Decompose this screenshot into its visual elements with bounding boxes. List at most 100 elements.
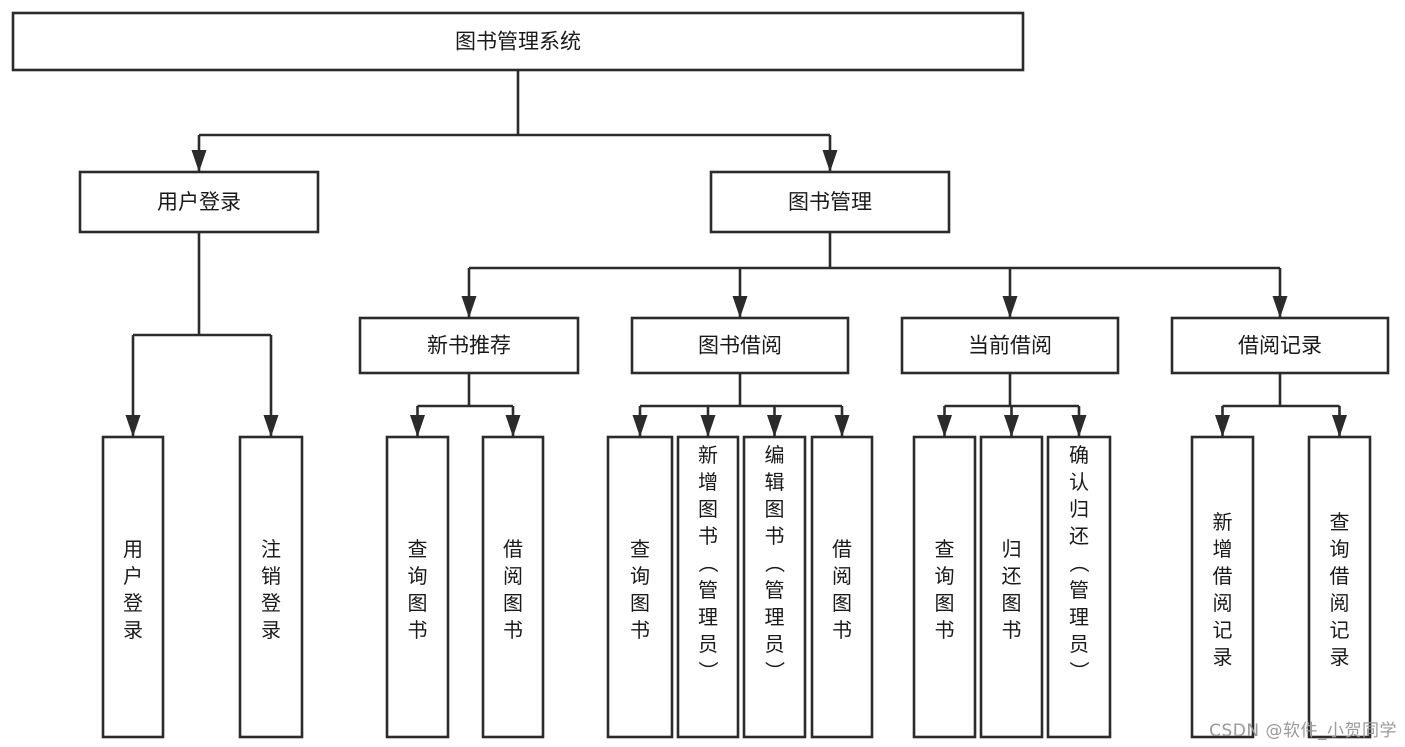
svg-text:管: 管 [1069,578,1089,602]
node-label: 用户登录 [123,537,143,642]
node-label: 图书管理系统 [455,30,581,54]
svg-text:编: 编 [765,443,785,467]
svg-text:书: 书 [765,524,785,548]
svg-text:认: 认 [1069,470,1089,494]
svg-text:新: 新 [1213,510,1233,534]
svg-text:阅: 阅 [503,564,523,588]
svg-text:图: 图 [832,591,852,615]
node-book-manage[interactable]: 图书管理 [709,170,951,234]
svg-text:（: （ [1067,553,1091,573]
svg-text:书: 书 [1002,618,1022,642]
svg-text:员: 员 [1069,632,1089,656]
svg-text:登: 登 [261,591,281,615]
svg-text:注: 注 [261,537,281,561]
svg-text:辑: 辑 [765,470,785,494]
svg-text:图: 图 [408,591,428,615]
leaf-leaf-user-login[interactable]: 用户登录 [101,435,165,739]
svg-text:阅: 阅 [1213,591,1233,615]
node-label: 当前借阅 [968,334,1052,358]
node-label: 图书管理 [788,190,872,214]
svg-text:理: 理 [698,605,718,629]
svg-text:询: 询 [1330,537,1350,561]
svg-text:书: 书 [630,618,650,642]
svg-text:确: 确 [1069,443,1089,467]
svg-text:归: 归 [1069,497,1089,521]
svg-text:书: 书 [408,618,428,642]
node-label: 用户登录 [157,190,241,214]
svg-text:还: 还 [1069,524,1089,548]
svg-text:录: 录 [1213,645,1233,669]
svg-text:书: 书 [935,618,955,642]
svg-text:记: 记 [1213,618,1233,642]
svg-text:查: 查 [1330,510,1350,534]
svg-text:录: 录 [1330,645,1350,669]
svg-text:）: ） [1067,661,1091,681]
node-book-borrow[interactable]: 图书借阅 [630,316,850,375]
svg-text:理: 理 [1069,605,1089,629]
node-borrow-record[interactable]: 借阅记录 [1170,316,1390,375]
svg-text:书: 书 [832,618,852,642]
node-root-图书管理系统[interactable]: 图书管理系统 [11,11,1025,72]
svg-text:员: 员 [765,632,785,656]
svg-text:图: 图 [630,591,650,615]
svg-text:还: 还 [1002,564,1022,588]
svg-text:增: 增 [1213,537,1233,561]
svg-text:（: （ [696,553,720,573]
svg-text:书: 书 [503,618,523,642]
svg-text:理: 理 [765,605,785,629]
svg-text:用: 用 [123,537,143,561]
node-new-book-rec[interactable]: 新书推荐 [358,316,580,375]
svg-text:户: 户 [123,564,143,588]
svg-text:管: 管 [698,578,718,602]
svg-text:询: 询 [630,564,650,588]
svg-text:（: （ [763,553,787,573]
svg-text:询: 询 [408,564,428,588]
svg-text:书: 书 [698,524,718,548]
svg-text:新: 新 [698,443,718,467]
svg-text:查: 查 [630,537,650,561]
svg-text:录: 录 [123,618,143,642]
svg-text:记: 记 [1330,618,1350,642]
svg-text:录: 录 [261,618,281,642]
node-current-borrow[interactable]: 当前借阅 [900,316,1120,375]
node-user-login[interactable]: 用户登录 [78,170,320,234]
svg-text:阅: 阅 [832,564,852,588]
svg-text:图: 图 [1002,591,1022,615]
svg-text:）: ） [696,661,720,681]
svg-text:借: 借 [503,537,523,561]
svg-text:借: 借 [1213,564,1233,588]
svg-text:图: 图 [698,497,718,521]
svg-text:查: 查 [408,537,428,561]
svg-text:借: 借 [1330,564,1350,588]
node-label: 借阅记录 [1238,334,1322,358]
svg-text:）: ） [763,661,787,681]
svg-text:管: 管 [765,578,785,602]
svg-text:阅: 阅 [1330,591,1350,615]
node-label: 图书借阅 [698,334,782,358]
watermark-text: CSDN @软件_小贺同学 [1209,721,1397,741]
